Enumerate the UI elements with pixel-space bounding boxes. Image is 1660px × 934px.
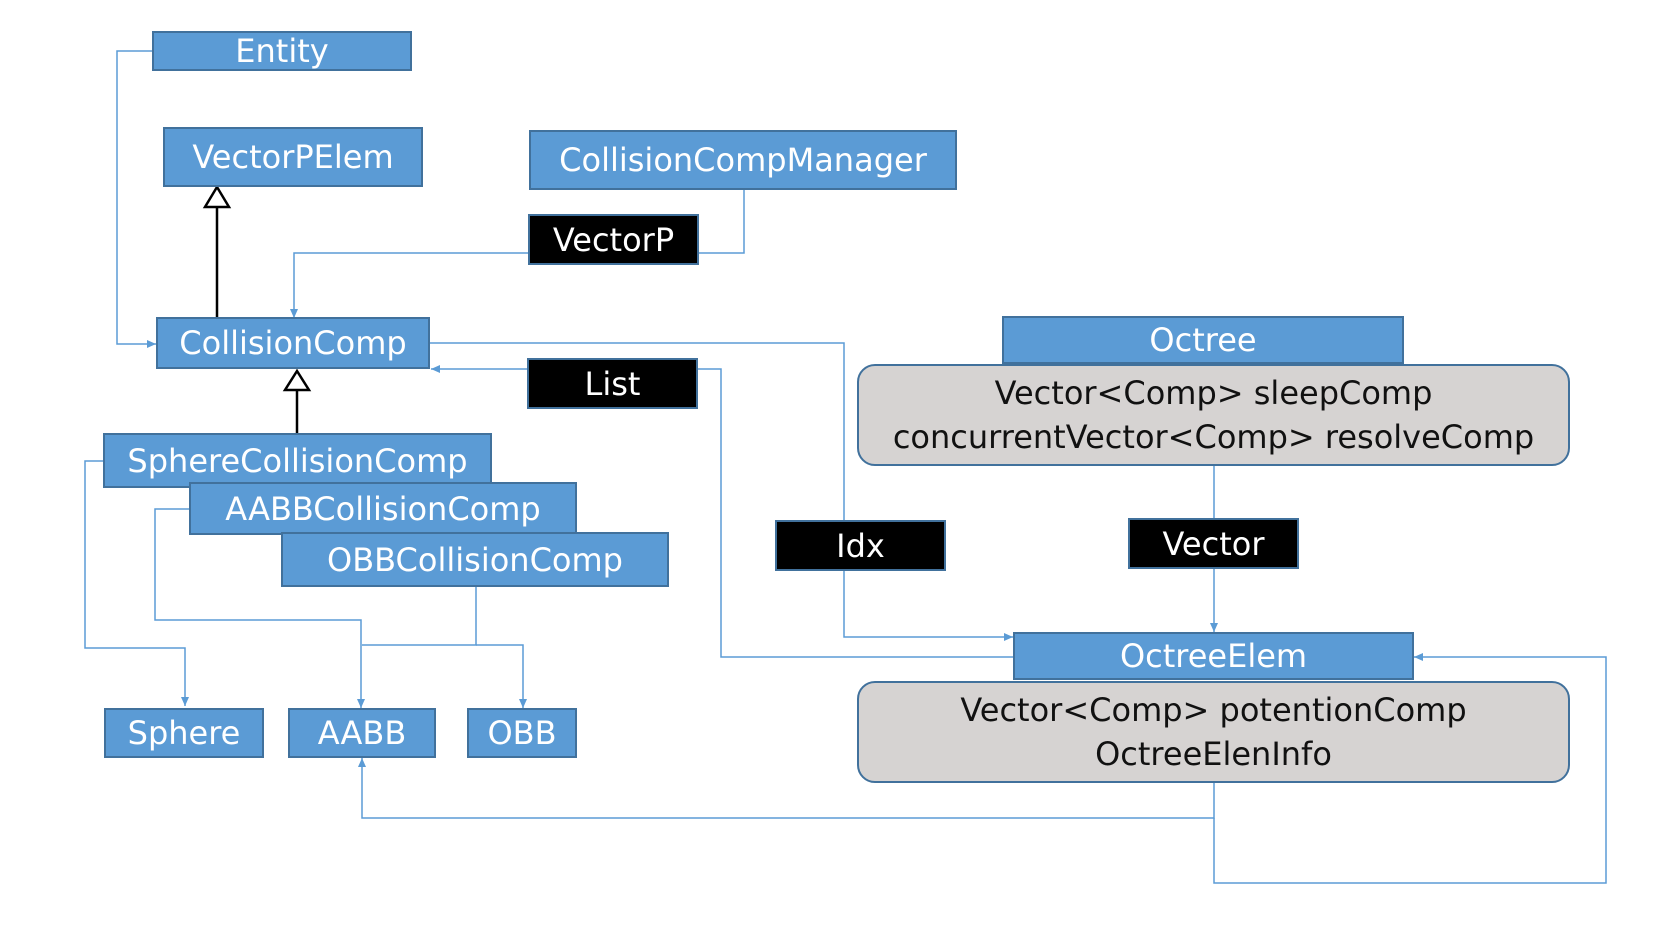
idx-label: Idx	[775, 520, 946, 571]
sphere-class[interactable]: Sphere	[104, 708, 264, 758]
collision-comp-manager-class[interactable]: CollisionCompManager	[529, 130, 957, 190]
list-label: List	[527, 358, 698, 409]
obb-class[interactable]: OBB	[467, 708, 577, 758]
collision-comp-class[interactable]: CollisionComp	[156, 317, 430, 369]
edge-sphere-comp-to-sphere	[84, 460, 189, 706]
aabb-collision-comp-class[interactable]: AABBCollisionComp	[189, 482, 577, 535]
octree-elem-members-panel: Vector<Comp> potentionComp OctreeElenInf…	[857, 681, 1570, 783]
inherit-triangle-collision	[282, 368, 312, 392]
entity-class[interactable]: Entity	[152, 31, 412, 71]
edge-obb-comp-to-aabb	[362, 587, 477, 646]
vector-p-elem-class[interactable]: VectorPElem	[163, 127, 423, 187]
edge-octree-elem-self	[1213, 653, 1607, 884]
octree-member-sleep-comp: Vector<Comp> sleepComp	[994, 374, 1433, 412]
octree-elem-class[interactable]: OctreeElem	[1013, 632, 1414, 680]
octree-class[interactable]: Octree	[1002, 316, 1404, 364]
edge-obb-comp-to-obb	[476, 644, 527, 708]
edge-aabb-comp-to-aabb	[154, 508, 365, 708]
edge-entity-to-collision-comp	[116, 50, 156, 348]
edge-collision-comp-to-octree-elem	[429, 342, 1013, 641]
octree-elem-member-potention-comp: Vector<Comp> potentionComp	[960, 691, 1467, 729]
octree-members-panel: Vector<Comp> sleepComp concurrentVector<…	[857, 364, 1570, 466]
vector-p-label: VectorP	[528, 214, 699, 265]
inherit-triangle-vectorpelem	[202, 184, 232, 209]
edge-octree-elem-to-aabb	[358, 758, 1215, 819]
vector-label: Vector	[1128, 518, 1299, 569]
octree-elem-member-info: OctreeElenInfo	[1095, 735, 1332, 773]
octree-member-resolve-comp: concurrentVector<Comp> resolveComp	[892, 418, 1535, 456]
aabb-class[interactable]: AABB	[288, 708, 436, 758]
sphere-collision-comp-class[interactable]: SphereCollisionComp	[103, 433, 492, 488]
obb-collision-comp-class[interactable]: OBBCollisionComp	[281, 532, 669, 587]
edge-manager-vectorp	[290, 189, 745, 318]
